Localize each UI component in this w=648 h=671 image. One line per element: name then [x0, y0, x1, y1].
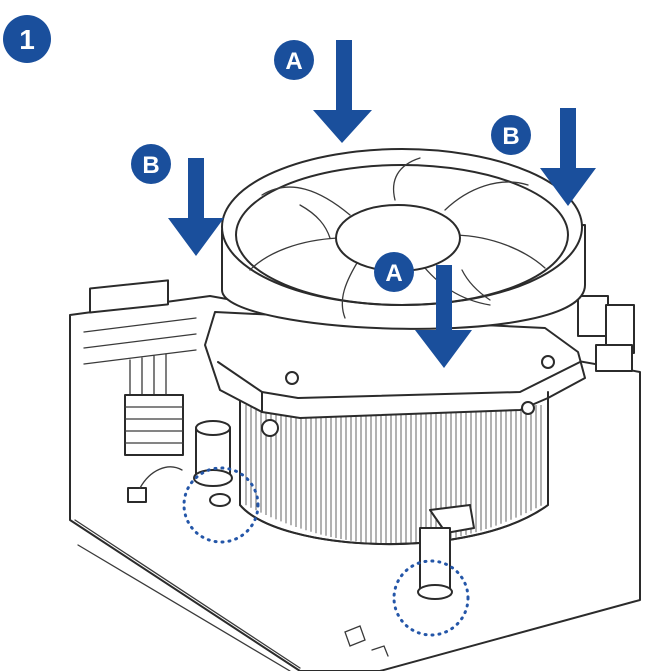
label-b-right-badge: B: [491, 115, 531, 155]
fan-shroud: [204, 311, 586, 437]
label-a-top-text: A: [285, 48, 302, 75]
arrow-a-center: [415, 265, 472, 368]
label-b-left-badge: B: [131, 144, 171, 184]
fan: [221, 148, 586, 330]
label-b-left-text: B: [142, 152, 159, 179]
step-number-badge: 1: [3, 15, 51, 63]
arrow-b-left: [168, 158, 224, 256]
label-a-center-badge: A: [374, 252, 414, 292]
mount-post-right: [417, 504, 475, 600]
arrow-b-right: [540, 108, 596, 206]
arrow-a-top: [313, 40, 372, 143]
label-a-center-text: A: [385, 260, 402, 287]
label-a-top-badge: A: [274, 40, 314, 80]
mount-hole-highlight-left: [182, 466, 260, 544]
mount-post-left: [193, 420, 233, 507]
mount-hole-highlights: [182, 466, 470, 637]
mount-hole-highlight-right: [392, 559, 470, 637]
step-number-text: 1: [19, 24, 35, 55]
label-b-right-text: B: [502, 123, 519, 150]
